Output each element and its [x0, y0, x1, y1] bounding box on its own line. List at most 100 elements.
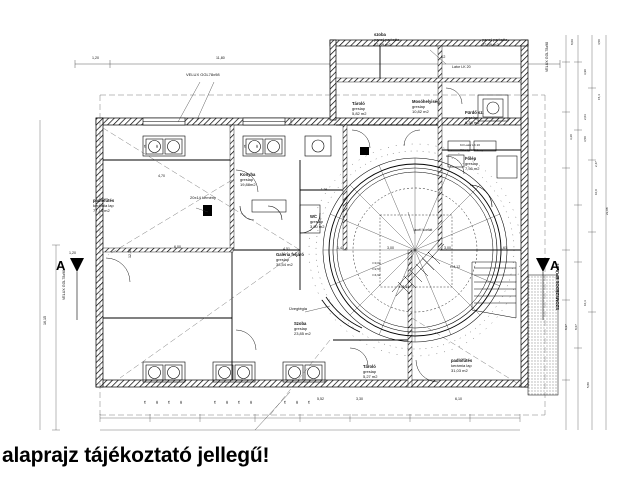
- annotation-glassblock: Üvegtégla: [289, 306, 308, 311]
- window-dim: 78: [143, 144, 147, 148]
- dimension-text-right: 8,09 4,50 3,90 15,4 3,20 2,03 3,50 2,47 …: [564, 39, 609, 388]
- room-finish: greslap: [310, 219, 324, 224]
- dimension-value: 23,08: [605, 207, 609, 215]
- rotunda-tick-marks: [308, 143, 522, 357]
- room-name: Mosóhelyiség: [412, 99, 440, 104]
- dimension-value: 1,20: [289, 119, 293, 125]
- window-dim: 78: [307, 400, 311, 404]
- kitchen-fixtures: [239, 199, 321, 234]
- section-arrow-icon: [536, 258, 550, 272]
- dimension-radius: r=4,12: [450, 265, 460, 269]
- window-dim: 78: [283, 400, 287, 404]
- dimension-value: 2,03: [583, 114, 587, 120]
- room-name: Galéria feljáró: [276, 252, 304, 257]
- dimension-radius: r=3,14: [399, 285, 409, 289]
- dimension-value: 4,51: [283, 247, 290, 251]
- dimension-value: 6,10: [455, 397, 462, 401]
- dimension-lines-right: [562, 35, 607, 430]
- dimension-value: 6,00: [174, 245, 181, 249]
- room-area: 7,56 m2: [465, 166, 480, 171]
- rotunda-platform: [379, 214, 453, 288]
- annotation-k3: K3 Lator LK 20: [460, 143, 480, 147]
- dimension-text-left: 1,20 12,30 16,15: [43, 249, 132, 325]
- dimension-value: 12,30: [128, 249, 132, 258]
- dimension-value: 3,50: [583, 136, 587, 142]
- section-arrow-icon: [70, 258, 84, 272]
- dimension-value: 15,4: [597, 94, 601, 100]
- dimension-value: 1,20: [69, 251, 76, 255]
- window-dim: 90: [249, 400, 253, 404]
- section-mark-left: A: [56, 258, 84, 320]
- dimension-value: 8,09: [570, 39, 574, 45]
- dimension-value: 16,15: [43, 316, 47, 325]
- vertical-labels: SZOMSZÉDOS ÉPÜLET VELUX GGL78x98 VELUX G…: [62, 42, 560, 310]
- window-dim: 90: [155, 400, 159, 404]
- glass-block-wall: [321, 296, 363, 333]
- room-area: 19,88m2: [240, 182, 256, 187]
- window-dim: 78: [237, 400, 241, 404]
- dimension-value: 3,20: [569, 134, 573, 140]
- annotation-velux: VELUX GGL78x98: [186, 72, 220, 77]
- label-velux-right: VELUX GGL78x98: [545, 42, 549, 72]
- dimension-value: 10,0: [594, 189, 598, 195]
- room-area: 5,82 m2: [352, 111, 367, 116]
- room-area: 38,54 m2: [276, 262, 293, 267]
- room-area: 23,85 m2: [294, 331, 311, 336]
- dimension-value: 11,80: [216, 56, 225, 60]
- chimney-symbol-2: [360, 147, 369, 155]
- room-finish: kerámia lap: [451, 363, 472, 368]
- room-name: Tároló: [363, 364, 376, 369]
- room-name: Szoba: [294, 321, 307, 326]
- room-finish: greslap: [352, 106, 366, 111]
- room-area: 22,39 m2: [482, 42, 499, 47]
- room-name: Konyha: [240, 172, 256, 177]
- room-name: padlófűtés: [451, 358, 473, 363]
- side-staircase: [471, 261, 517, 319]
- room-finish: greslap: [465, 115, 479, 120]
- floorplan-svg: szoba panel parketta 22,39 m2 panel park…: [39, 32, 609, 431]
- dimension-lines-bottom: [99, 414, 521, 431]
- dimension-value: 3,00: [444, 246, 451, 250]
- dimension-lines-left: [39, 120, 60, 431]
- dimension-radius: r=4,92: [372, 273, 381, 277]
- room-finish: panel parketta: [374, 37, 400, 42]
- dimension-value: 1,14: [321, 187, 327, 191]
- dimension-value: 2,47: [594, 161, 598, 167]
- exterior-walls: [95, 39, 529, 388]
- dimension-value: 10,3: [583, 300, 587, 306]
- room-area: 5,27 m2: [363, 374, 378, 379]
- door-swings: [105, 87, 465, 383]
- annotation-k2: K2: [441, 55, 445, 59]
- room-finish: greslap: [276, 257, 290, 262]
- dimension-value: 1,61: [500, 246, 507, 250]
- label-neighbour-building: SZOMSZÉDOS ÉPÜLET: [555, 263, 560, 310]
- window-dim: 90: [179, 400, 183, 404]
- room-finish: panel parketta: [482, 37, 508, 42]
- chimney-symbol: [203, 205, 212, 216]
- room-area: 22,39 m2: [374, 42, 391, 47]
- dimension-value: 5,80: [586, 382, 590, 388]
- window-dim: 90: [225, 400, 229, 404]
- room-finish: greslap: [412, 104, 426, 109]
- window-dim: 78: [213, 400, 217, 404]
- interior-wall-hatch: [102, 45, 522, 388]
- dimension-value: 8,67: [574, 324, 578, 330]
- dimension-value: 3,90: [583, 69, 587, 75]
- window-dimension-labels: 78 90 78 90 78 90 78 90 78 90 78 78 90 7…: [143, 144, 311, 404]
- window-dim: 90: [255, 144, 259, 148]
- window-group-bottom: [142, 361, 326, 383]
- room-name: Tároló: [352, 101, 365, 106]
- bathroom-fixtures: [447, 94, 518, 208]
- room-area: 6,34 m2: [465, 120, 480, 125]
- room-labels: szoba panel parketta 22,39 m2 panel park…: [93, 32, 508, 379]
- window-dim: 78: [167, 400, 171, 404]
- room-area: 3,90 m2: [310, 224, 325, 229]
- annotation-labels: VELUX GGL78x98 20x14 kémény Üvegtégla ac…: [186, 55, 483, 311]
- room-finish: greslap: [363, 369, 377, 374]
- window-dim: 78: [243, 144, 247, 148]
- construction-lines: [99, 94, 546, 416]
- dimension-value: 3,00: [387, 246, 394, 250]
- room-name: szoba: [374, 32, 387, 37]
- window-dim: 90: [155, 144, 159, 148]
